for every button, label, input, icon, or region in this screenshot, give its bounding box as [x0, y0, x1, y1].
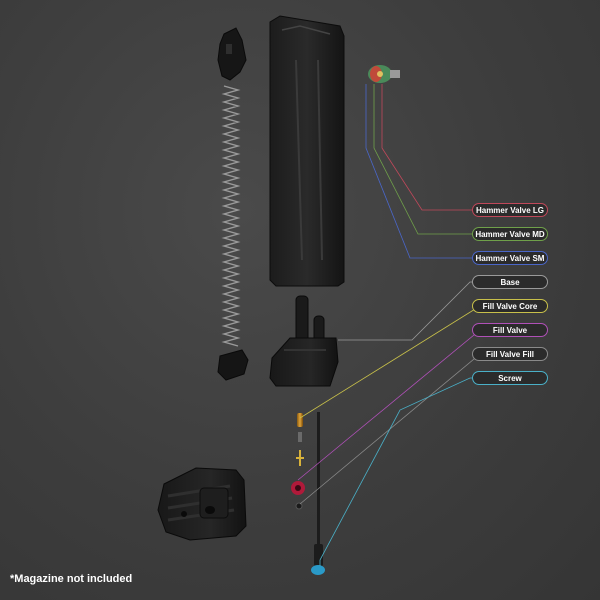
fill-valve-core-part [296, 413, 304, 466]
callout-fill-valve: Fill Valve [472, 323, 548, 337]
screw-part [311, 412, 325, 575]
base-part [269, 295, 339, 387]
leader-base [338, 281, 476, 341]
leader-hammer-valve-sm [365, 84, 476, 259]
footnote: *Magazine not included [10, 573, 133, 585]
callout-hammer-valve-lg: Hammer Valve LG [472, 203, 548, 217]
callout-hammer-valve-sm: Hammer Valve SM [472, 251, 548, 265]
follower-part [217, 27, 247, 81]
leader-hammer-valve-md [373, 84, 476, 235]
callout-base: Base [472, 275, 548, 289]
floor-plate-part [157, 467, 247, 541]
callout-hammer-valve-md: Hammer Valve MD [472, 227, 548, 241]
spring-part [221, 85, 241, 347]
fill-valve-fill-part [295, 502, 303, 510]
callout-fill-valve-fill: Fill Valve Fill [472, 347, 548, 361]
leader-hammer-valve-lg [381, 84, 476, 211]
fill-valve-part [291, 481, 305, 495]
callout-screw: Screw [472, 371, 548, 385]
leader-screw [319, 377, 476, 566]
spring-plate-part [217, 349, 249, 381]
hammer-valve-part [368, 65, 400, 83]
callout-fill-valve-core: Fill Valve Core [472, 299, 548, 313]
magazine-body-part [269, 15, 345, 287]
